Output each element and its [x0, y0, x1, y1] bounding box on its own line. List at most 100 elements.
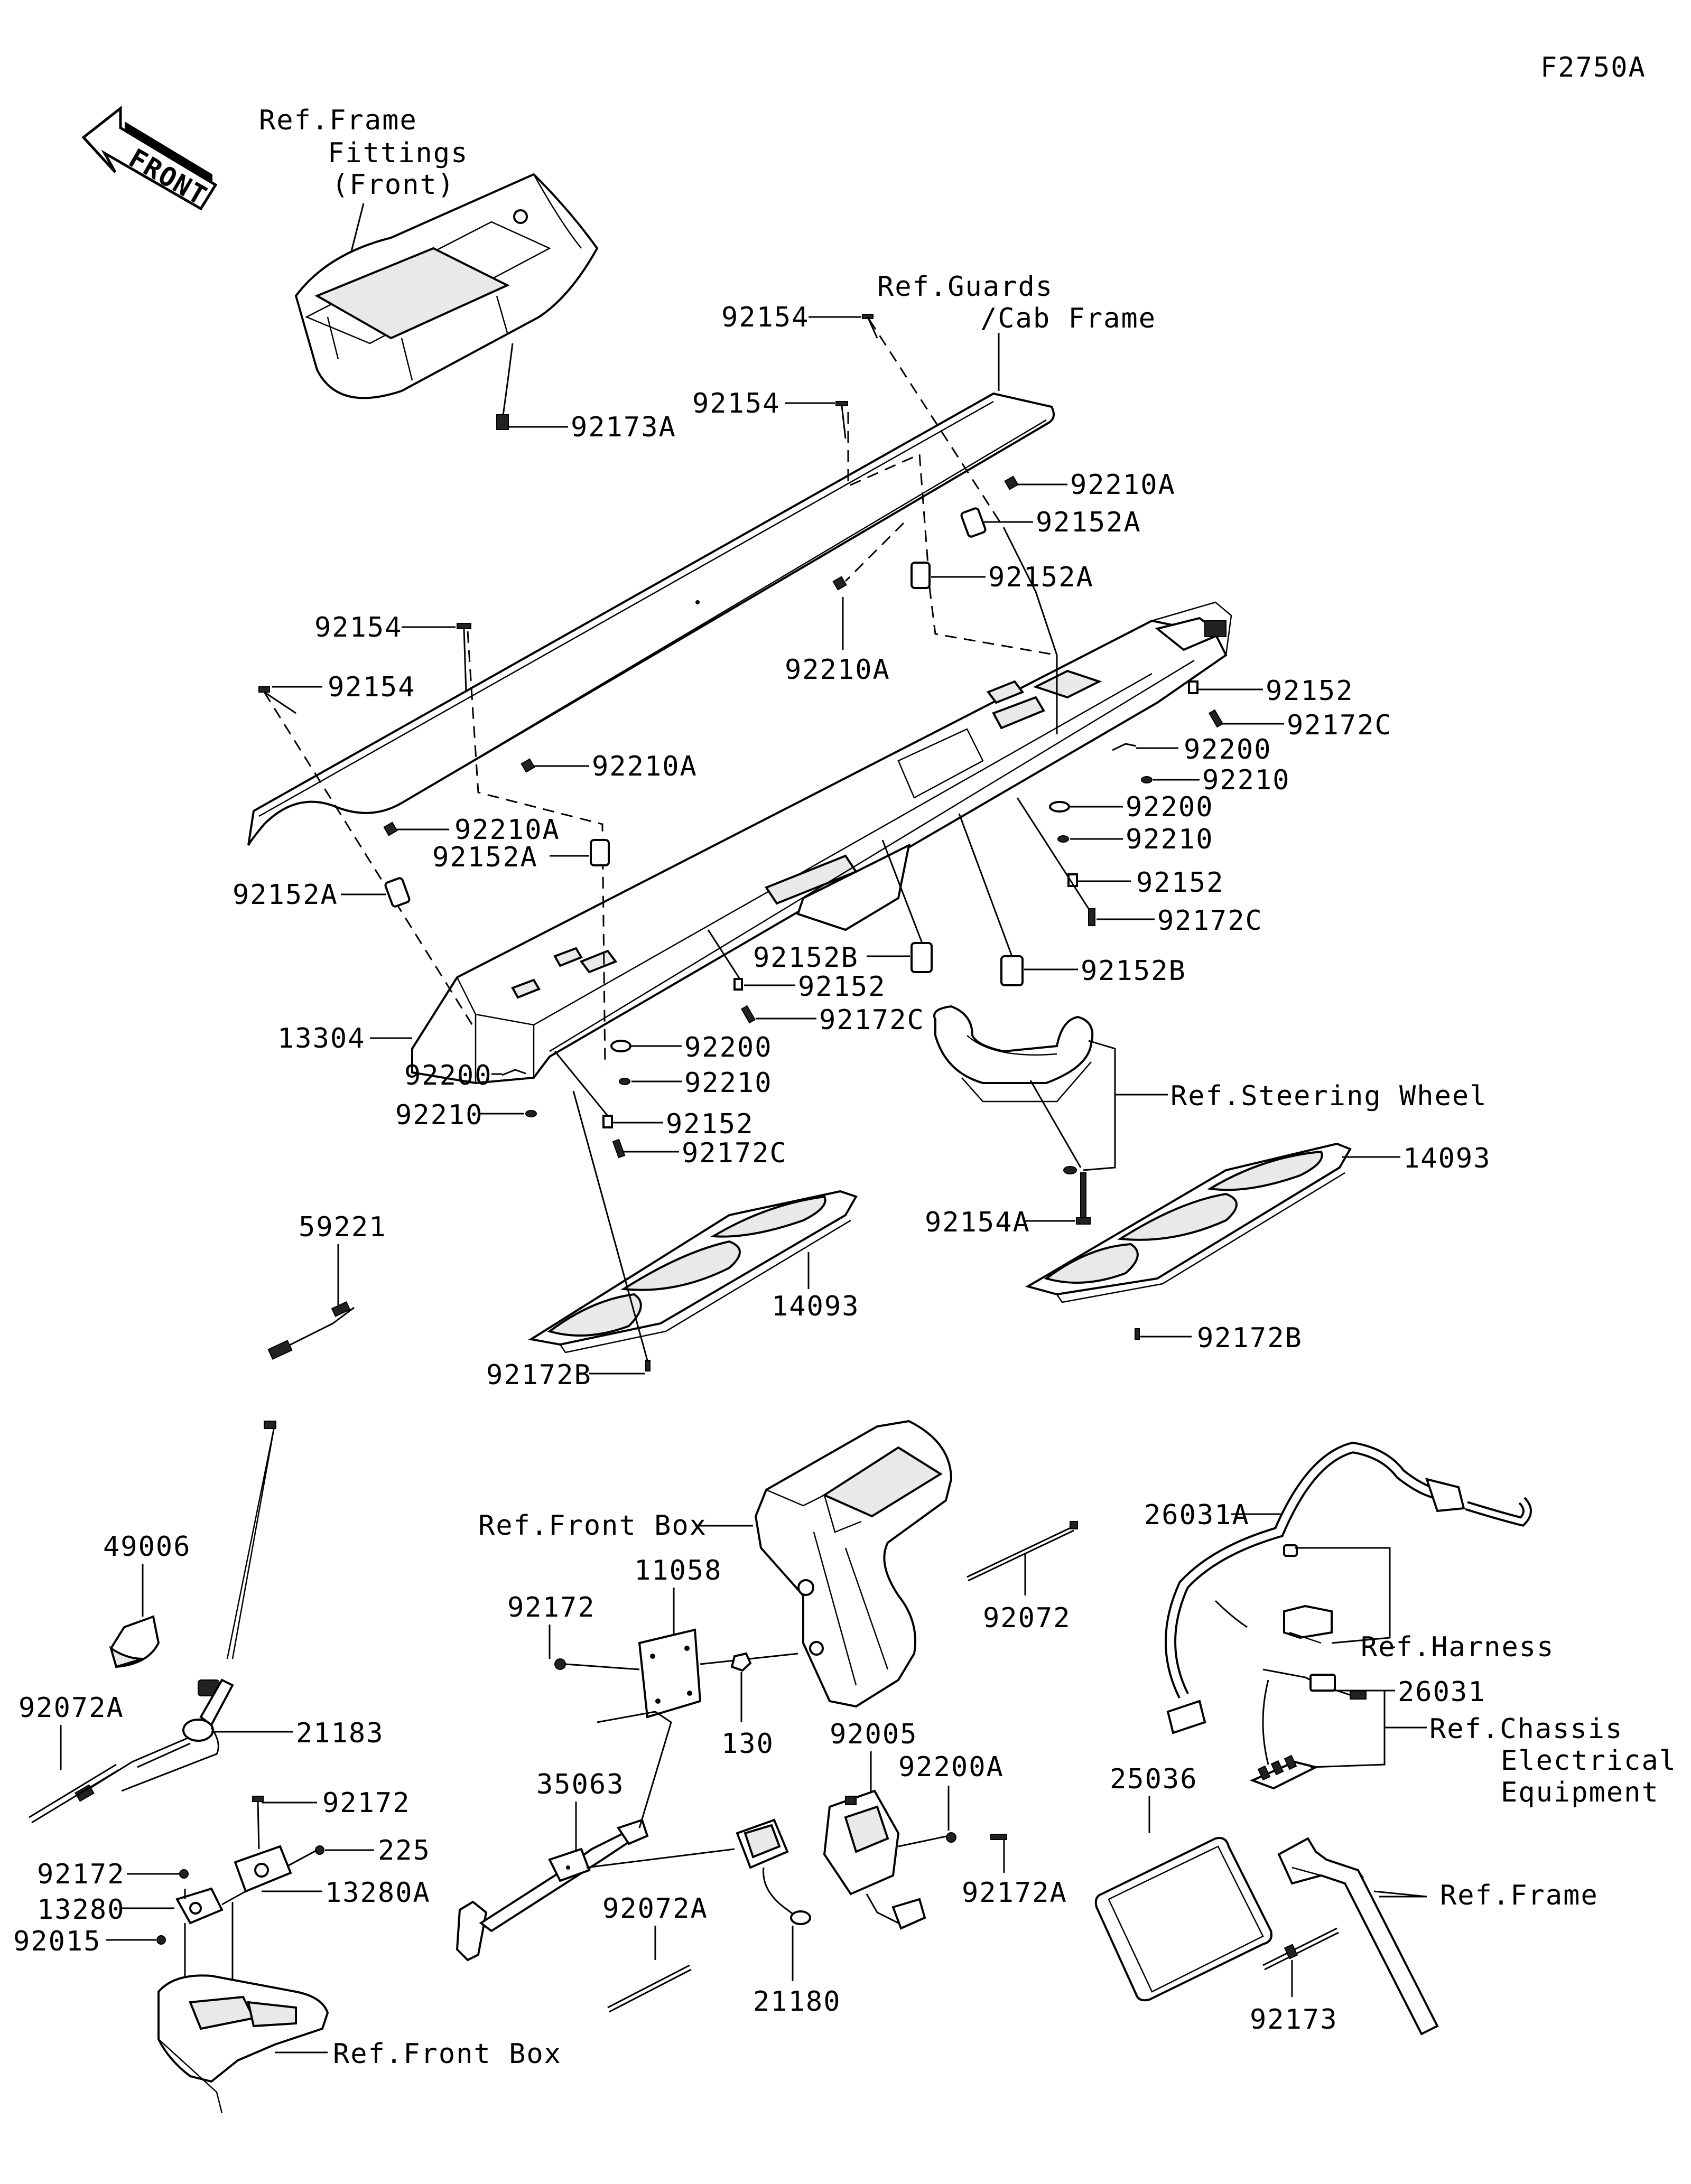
label-92154-c: 92154 — [314, 612, 403, 643]
front-direction-arrow-icon: FRONT — [81, 105, 218, 212]
relay-21180 — [736, 1818, 811, 1925]
steering-wheel-bracket — [933, 1005, 1094, 1103]
ref-guards-line2: /Cab Frame — [980, 303, 1156, 334]
label-92152-c: 92152 — [798, 971, 886, 1003]
label-92172-b: 92172 — [37, 1859, 125, 1890]
label-13304: 13304 — [277, 1023, 366, 1054]
console-body-13304 — [411, 601, 1232, 1085]
ref-harness: Ref.Harness — [1361, 1631, 1554, 1663]
label-92200-c: 92200 — [684, 1032, 773, 1063]
ref-front-box-lower: Ref.Front Box — [333, 2038, 562, 2070]
label-25036: 25036 — [1110, 1763, 1198, 1795]
ref-chassis-line2: Electrical — [1501, 1745, 1677, 1777]
label-92210A-b: 92210A — [785, 654, 890, 686]
ref-frame-fittings-line2: Fittings — [328, 137, 468, 169]
antenna-21183 — [75, 1421, 276, 1802]
harness-bracket — [1283, 1544, 1333, 1644]
label-92210A-d: 92210A — [454, 814, 560, 846]
label-92172-c: 92172 — [507, 1592, 596, 1623]
bracket-11058 — [638, 1628, 702, 1719]
harness-26031 — [1262, 1668, 1367, 1700]
label-92072: 92072 — [983, 1602, 1071, 1634]
label-92152A-a: 92152A — [1036, 507, 1141, 538]
label-14093-b: 14093 — [1403, 1143, 1491, 1174]
ref-chassis-line1: Ref.Chassis — [1429, 1713, 1623, 1745]
harness-26031A — [1165, 1441, 1532, 1734]
label-225: 225 — [378, 1835, 431, 1866]
label-13280: 13280 — [37, 1894, 125, 1926]
floor-mat-14093-right — [1025, 1142, 1352, 1303]
label-92210-a: 92210 — [1202, 764, 1290, 796]
bracket-13280A — [234, 1845, 292, 1893]
nut-130 — [730, 1652, 752, 1672]
ref-frame-fittings-line1: Ref.Frame — [259, 105, 417, 136]
label-92152-d: 92152 — [666, 1108, 754, 1140]
label-92173A: 92173A — [571, 412, 676, 443]
label-92172-a: 92172 — [322, 1787, 411, 1819]
label-26031: 26031 — [1398, 1676, 1486, 1708]
label-59221: 59221 — [299, 1211, 387, 1243]
label-92200-d: 92200 — [404, 1060, 493, 1091]
chassis-terminal-block — [1249, 1754, 1319, 1790]
panel-25036 — [1094, 1837, 1272, 2002]
label-21180: 21180 — [753, 1986, 841, 2018]
label-92172B-a: 92172B — [486, 1359, 592, 1391]
label-92152A-d: 92152A — [233, 879, 338, 911]
label-92154-a: 92154 — [721, 302, 810, 333]
label-92210-d: 92210 — [395, 1099, 484, 1131]
label-92172C-c: 92172C — [819, 1004, 925, 1036]
label-92172C-b: 92172C — [1157, 905, 1263, 937]
label-11058: 11058 — [634, 1555, 722, 1586]
label-130: 130 — [721, 1728, 774, 1760]
label-26031A: 26031A — [1144, 1499, 1250, 1531]
frame-fittings-assembly — [294, 173, 599, 399]
label-92154A: 92154A — [925, 1207, 1030, 1238]
label-92172A: 92172A — [962, 1877, 1067, 1909]
label-92152B-a: 92152B — [753, 942, 859, 974]
diagram-code: F2750A — [1540, 52, 1646, 83]
front-box-frame — [754, 1420, 953, 1708]
label-92210-b: 92210 — [1126, 824, 1214, 855]
label-92172B-b: 92172B — [1197, 1322, 1303, 1354]
connector-right-end — [1155, 617, 1227, 651]
label-92152-a: 92152 — [1266, 675, 1354, 707]
label-92005: 92005 — [830, 1719, 918, 1750]
label-92210A-c: 92210A — [592, 751, 698, 782]
ref-frame-fittings-front: Ref.Frame Fittings (Front) — [259, 105, 468, 201]
label-92200A: 92200A — [898, 1751, 1004, 1783]
label-92173: 92173 — [1250, 2004, 1338, 2036]
screw-92154-top1 — [862, 314, 878, 339]
label-92072A-b: 92072A — [602, 1893, 708, 1925]
frame-bracket — [1277, 1837, 1439, 2036]
screw-92154-top2 — [835, 401, 848, 439]
ref-frame: Ref.Frame — [1440, 1880, 1599, 1911]
label-13280A: 13280A — [325, 1877, 431, 1909]
label-92152-b: 92152 — [1136, 867, 1224, 899]
label-92210-c: 92210 — [684, 1067, 773, 1099]
label-92152A-b: 92152A — [988, 562, 1094, 593]
label-92200-a: 92200 — [1184, 734, 1272, 766]
label-92200-b: 92200 — [1126, 791, 1214, 823]
label-92015: 92015 — [13, 1926, 101, 1957]
label-92210A-a: 92210A — [1070, 469, 1176, 501]
screw-92154-left1 — [457, 623, 471, 693]
ref-guards-line1: Ref.Guards — [877, 271, 1053, 303]
label-92172C-a: 92172C — [1287, 710, 1392, 741]
screw-92154-left2 — [258, 686, 296, 714]
label-92154-b: 92154 — [692, 388, 781, 419]
label-92172C-d: 92172C — [682, 1137, 787, 1169]
upper-cover-panel — [247, 392, 1055, 846]
label-49006: 49006 — [103, 1531, 191, 1563]
box-92005 — [823, 1789, 926, 1930]
label-92154-d: 92154 — [328, 671, 416, 703]
sensor-59221 — [267, 1301, 355, 1360]
label-14093-a: 14093 — [772, 1291, 860, 1322]
antenna-cap-49006 — [109, 1615, 160, 1668]
ref-front-box-upper: Ref.Front Box — [478, 1510, 707, 1542]
label-21183: 21183 — [296, 1718, 384, 1749]
bracket-13280 — [175, 1887, 224, 1925]
label-92072A-a: 92072A — [18, 1692, 124, 1724]
ref-steering-wheel: Ref.Steering Wheel — [1170, 1080, 1488, 1112]
bolt-92154A — [1076, 1172, 1091, 1225]
